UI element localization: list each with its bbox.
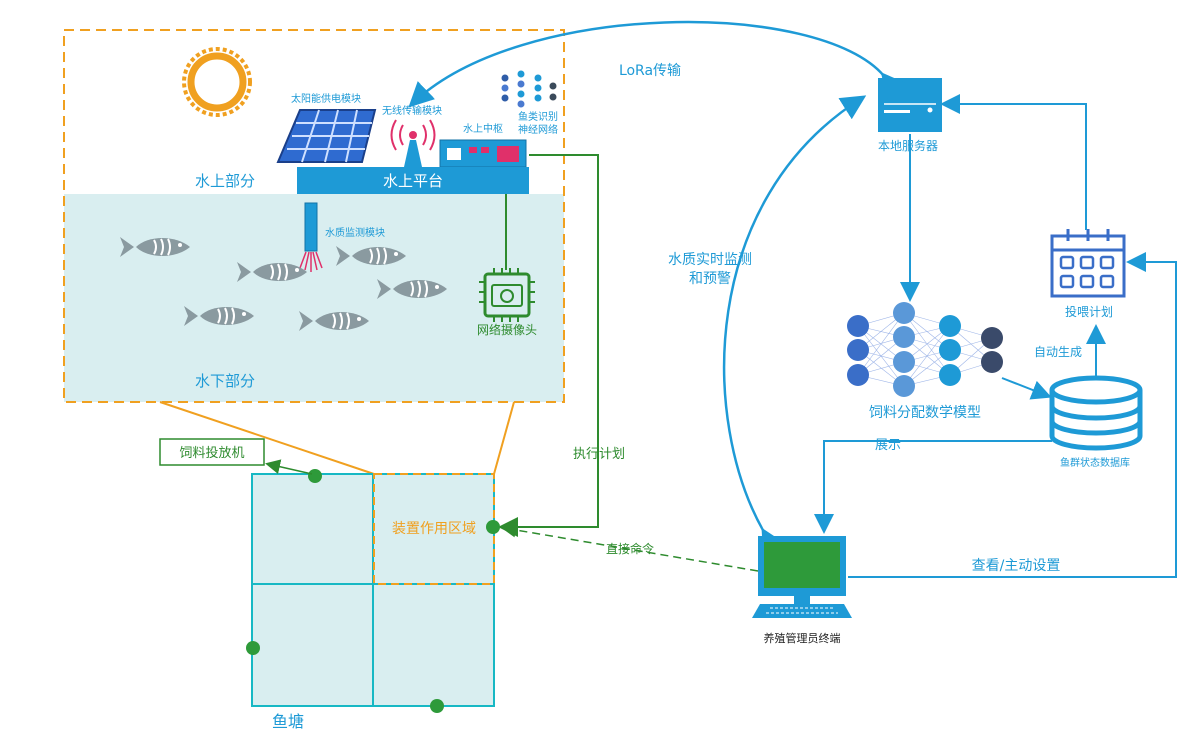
- fish-pond-grid: [252, 474, 494, 706]
- camera-label: 网络摄像头: [477, 322, 537, 337]
- platform-label: 水上平台: [383, 172, 443, 190]
- neural-network-icon: [847, 302, 1003, 397]
- feeding-plan-label: 投喂计划: [1065, 304, 1113, 319]
- solar-module-label: 太阳能供电模块: [291, 92, 361, 105]
- auto-gen-label: 自动生成: [1034, 345, 1082, 359]
- sun-icon: [184, 49, 250, 115]
- calendar-icon: [1052, 229, 1124, 296]
- device-zone-label: 装置作用区域: [392, 521, 476, 537]
- wireless-module-label: 无线传输模块: [382, 104, 442, 117]
- fish-db-label: 鱼群状态数据库: [1060, 456, 1130, 469]
- feeder-label: 饲料投放机: [179, 445, 244, 461]
- feed-model-label: 饲料分配数学模型: [869, 405, 981, 421]
- nn-dots-icon: [502, 71, 557, 108]
- pond-label: 鱼塘: [272, 712, 304, 731]
- terminal-label: 养殖管理员终端: [764, 631, 841, 645]
- database-icon: [1052, 378, 1140, 448]
- direct-cmd-label: 直接命令: [606, 541, 654, 556]
- feeder-node: [308, 469, 322, 483]
- hub-label: 水上中枢: [463, 122, 503, 135]
- water-monitor-label: 水质实时监测和预警: [668, 252, 752, 287]
- above-water-label: 水上部分: [195, 172, 255, 190]
- water-monitor-arrow: [724, 98, 862, 532]
- server-icon: [878, 78, 942, 132]
- water-sensor-label: 水质监测模块: [325, 226, 385, 239]
- fish-nn-label: 鱼类识别神经网络: [518, 110, 558, 136]
- antenna-icon: [392, 120, 435, 167]
- exec-plan-label: 执行计划: [573, 447, 625, 462]
- hub-icon: [440, 140, 526, 167]
- view-set-label: 查看/主动设置: [972, 558, 1061, 574]
- feeder-node: [246, 641, 260, 655]
- server-label: 本地服务器: [878, 138, 938, 153]
- solar-panel-icon: [278, 110, 375, 162]
- lora-label: LoRa传输: [619, 63, 681, 79]
- feeder-node: [430, 699, 444, 713]
- underwater-label: 水下部分: [195, 372, 255, 390]
- computer-icon: [752, 536, 852, 618]
- feeder-node: [486, 520, 500, 534]
- display-label: 展示: [875, 438, 901, 453]
